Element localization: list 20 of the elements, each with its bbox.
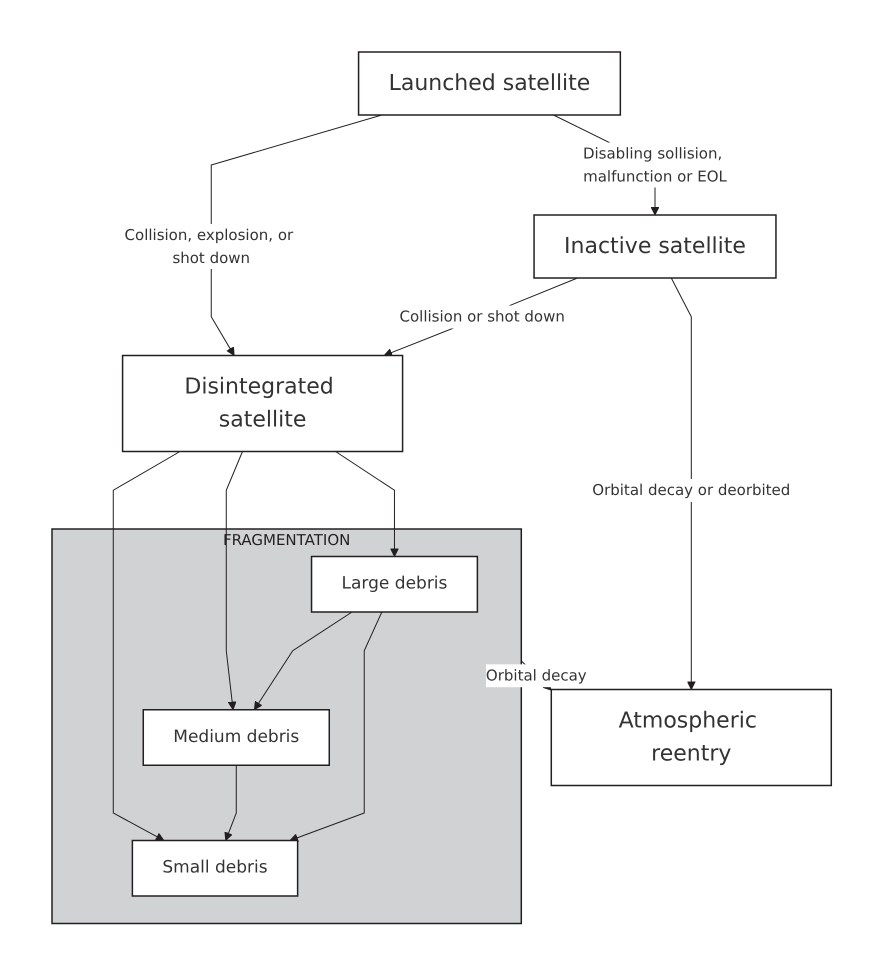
edge-label: Orbital decay	[486, 666, 587, 684]
node-box: Inactive satellite	[533, 214, 777, 278]
node-box: Disintegrated satellite	[122, 354, 404, 452]
node-box: Small debris	[131, 840, 298, 896]
arrow	[254, 611, 352, 710]
arrow	[226, 450, 243, 710]
arrow	[112, 450, 180, 841]
node-box: Large debris	[310, 556, 478, 612]
arrow	[670, 277, 696, 690]
node-box: Atmospheric reentry	[550, 688, 832, 786]
node-box: Launched satellite	[358, 51, 621, 116]
arrow	[334, 450, 399, 557]
edge-label: Disabling sollision, malfunction or EOL	[582, 144, 727, 185]
arrow	[289, 611, 382, 842]
edge-label: Collision or shot down	[399, 307, 565, 326]
arrow	[224, 764, 237, 841]
node-box: Medium debris	[142, 708, 330, 766]
edge-label: Orbital decay or deorbited	[592, 480, 790, 499]
edge-label: Collision, explosion, or shot down	[124, 226, 294, 266]
arrow	[384, 277, 578, 356]
